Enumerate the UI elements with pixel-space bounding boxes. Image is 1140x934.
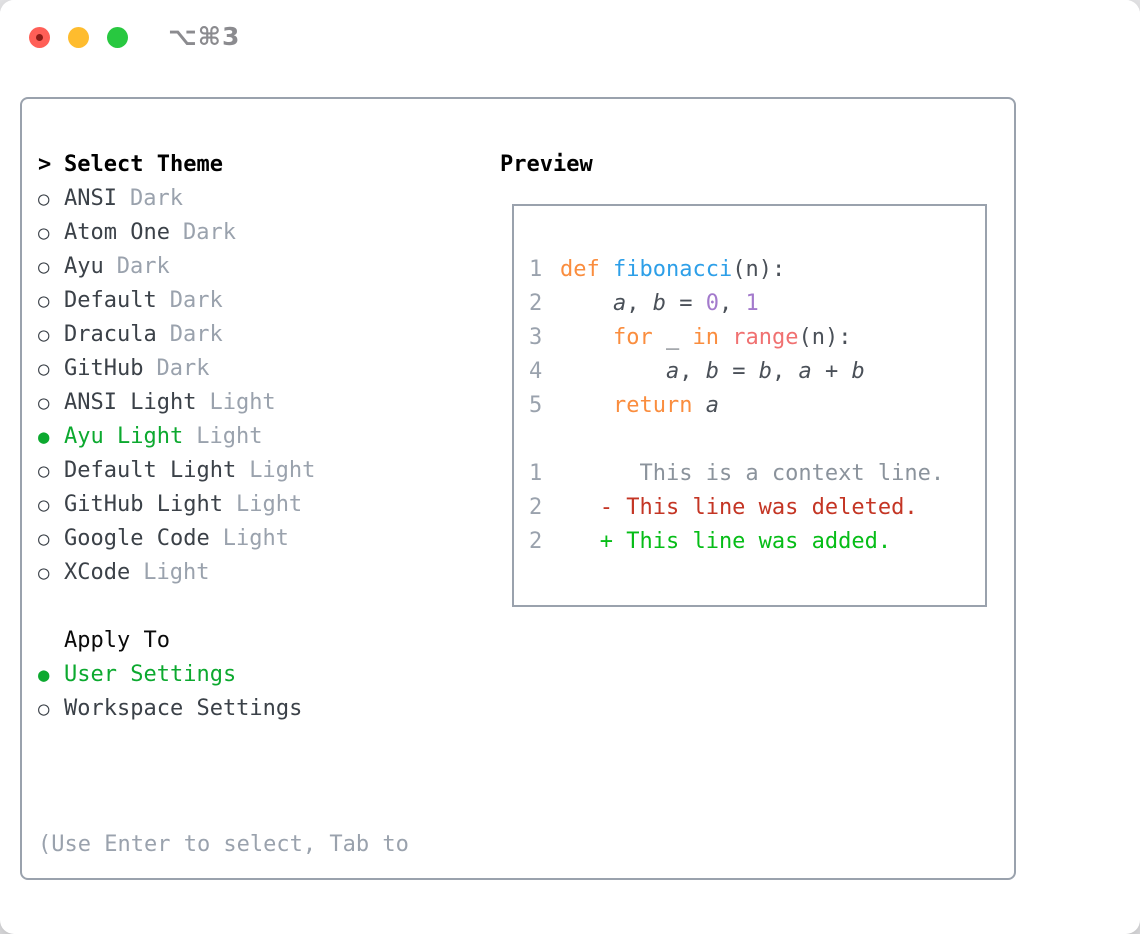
titlebar: ⌥⌘3 bbox=[0, 0, 1140, 75]
theme-variant-label: Dark bbox=[156, 356, 210, 381]
select-theme-header-label: Select Theme bbox=[64, 152, 223, 177]
radio-unselected-icon: ○ bbox=[38, 528, 50, 550]
code-line: 2 a, b = 0, 1 bbox=[529, 287, 985, 321]
apply-to-header-label: Apply To bbox=[64, 628, 170, 653]
code-line: 3 for _ in range(n): bbox=[529, 321, 985, 355]
radio-selected-icon: ● bbox=[38, 426, 50, 448]
radio-unselected-icon: ○ bbox=[38, 222, 50, 244]
theme-variant-label: Dark bbox=[169, 322, 223, 347]
theme-variant-label: Dark bbox=[182, 220, 236, 245]
theme-variant-label: Dark bbox=[129, 186, 183, 211]
theme-variant-label: Light bbox=[235, 492, 303, 517]
line-number: 4 bbox=[529, 359, 543, 384]
radio-unselected-icon: ○ bbox=[38, 324, 50, 346]
code-blank-line bbox=[529, 423, 985, 457]
theme-variant-label: Dark bbox=[169, 288, 223, 313]
apply-to-header: Apply To bbox=[38, 624, 478, 658]
unsaved-dot-icon bbox=[36, 34, 43, 41]
theme-variant-label: Light bbox=[249, 458, 316, 483]
line-number: 2 bbox=[529, 529, 543, 554]
radio-selected-icon: ● bbox=[38, 664, 50, 686]
select-theme-header: > Select Theme bbox=[38, 148, 478, 182]
close-button[interactable] bbox=[29, 27, 50, 48]
diff-deleted-line: 2 - This line was deleted. bbox=[529, 491, 985, 525]
radio-unselected-icon: ○ bbox=[38, 392, 50, 414]
code-line: 4 a, b = b, a + b bbox=[529, 355, 985, 389]
theme-variant-label: Light bbox=[196, 424, 263, 449]
theme-variant-label: Light bbox=[209, 390, 276, 415]
radio-unselected-icon: ○ bbox=[38, 358, 50, 380]
line-number: 5 bbox=[529, 393, 543, 418]
minimize-button[interactable] bbox=[68, 27, 89, 48]
radio-unselected-icon: ○ bbox=[38, 698, 50, 720]
line-number: 1 bbox=[529, 461, 543, 486]
help-text: (Use Enter to select, Tab to change focu… bbox=[38, 760, 478, 934]
line-number: 2 bbox=[529, 291, 543, 316]
help-text-line1: (Use Enter to select, Tab to bbox=[38, 832, 409, 857]
line-number: 2 bbox=[529, 495, 543, 520]
line-number: 3 bbox=[529, 325, 543, 350]
apply-option-user-settings[interactable]: ●User Settings bbox=[38, 658, 478, 692]
radio-unselected-icon: ○ bbox=[38, 290, 50, 312]
apply-option-workspace-settings[interactable]: ○Workspace Settings bbox=[38, 692, 478, 726]
cursor-caret-icon: > bbox=[38, 152, 52, 177]
zoom-button[interactable] bbox=[107, 27, 128, 48]
theme-variant-label: Light bbox=[222, 526, 289, 551]
diff-added-line: 2 + This line was added. bbox=[529, 525, 985, 559]
radio-unselected-icon: ○ bbox=[38, 256, 50, 278]
radio-unselected-icon: ○ bbox=[38, 494, 50, 516]
diff-context-line: 1 This is a context line. bbox=[529, 457, 985, 491]
theme-variant-label: Light bbox=[143, 560, 210, 585]
theme-variant-label: Dark bbox=[116, 254, 170, 279]
line-number: 1 bbox=[529, 257, 543, 282]
radio-unselected-icon: ○ bbox=[38, 460, 50, 482]
preview-header: Preview bbox=[500, 152, 593, 177]
radio-unselected-icon: ○ bbox=[38, 562, 50, 584]
window-title-shortcut: ⌥⌘3 bbox=[168, 22, 241, 51]
code-line: 5 return a bbox=[529, 389, 985, 423]
section-gap bbox=[38, 590, 478, 624]
radio-unselected-icon: ○ bbox=[38, 188, 50, 210]
help-text-line2: change focus) bbox=[38, 930, 478, 934]
